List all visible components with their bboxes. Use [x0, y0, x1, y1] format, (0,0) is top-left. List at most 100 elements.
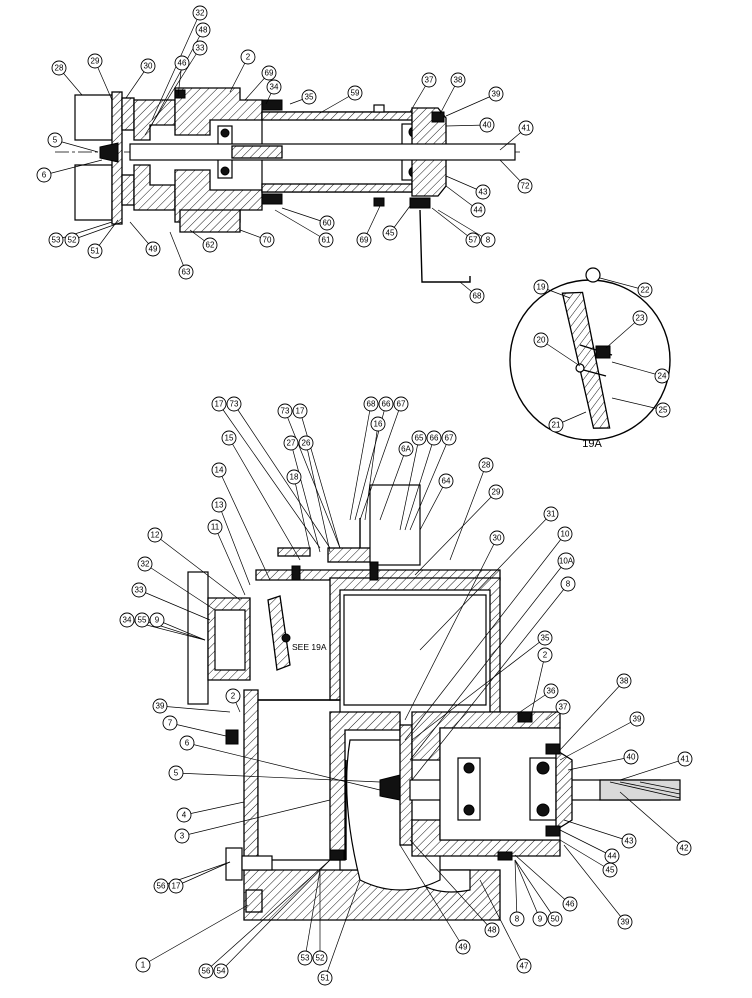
part-balloon: 32 — [192, 5, 208, 21]
leader-line — [181, 799, 331, 837]
part-number: 9 — [538, 915, 543, 924]
part-number: 43 — [479, 188, 488, 197]
part-number: 63 — [182, 268, 191, 277]
part-number: 20 — [537, 336, 546, 345]
leader-line — [364, 423, 379, 521]
part-balloon: 27 — [283, 435, 299, 451]
leader-line — [349, 403, 372, 521]
part-balloon: 59 — [347, 85, 363, 101]
part-balloon: 48 — [484, 922, 500, 938]
part-number: 17 — [215, 400, 224, 409]
part-number: 49 — [459, 943, 468, 952]
leader-line — [156, 619, 206, 641]
part-balloon: 72 — [517, 178, 533, 194]
part-number: 48 — [488, 926, 497, 935]
part-number: 9 — [155, 616, 160, 625]
leader-line — [563, 844, 626, 923]
part-balloon: 52 — [64, 232, 80, 248]
part-number: 34 — [123, 616, 132, 625]
leader-line — [559, 680, 625, 751]
part-balloon: 34 — [266, 79, 282, 95]
leader-line — [404, 437, 435, 531]
part-balloon: 17 — [168, 878, 184, 894]
part-number: 48 — [199, 26, 208, 35]
part-balloon: 21 — [548, 417, 564, 433]
part-number: 27 — [287, 439, 296, 448]
part-balloon: 16 — [370, 416, 386, 432]
part-balloon: 46 — [562, 896, 578, 912]
part-balloon: 41 — [518, 120, 534, 136]
part-balloon: 42 — [676, 840, 692, 856]
part-number: 56 — [157, 882, 166, 891]
part-number: 4 — [182, 811, 187, 820]
part-number: 40 — [483, 121, 492, 130]
part-balloon: 66 — [378, 396, 394, 412]
leader-line — [144, 563, 216, 611]
part-balloon: 51 — [317, 970, 333, 986]
part-number: 57 — [469, 236, 478, 245]
part-balloon: 55 — [134, 612, 150, 628]
part-number: 42 — [680, 844, 689, 853]
leader-line — [605, 317, 641, 349]
part-number: 25 — [659, 406, 668, 415]
leader-line — [540, 339, 581, 367]
part-number: 41 — [522, 124, 531, 133]
leader-line — [414, 491, 497, 576]
part-balloon: 56 — [153, 878, 169, 894]
leader-line — [599, 277, 646, 291]
leader-line — [154, 534, 241, 601]
detail-title: 19A — [582, 438, 602, 450]
leader-line — [228, 437, 301, 561]
part-number: 15 — [225, 434, 234, 443]
part-balloon: 63 — [178, 264, 194, 280]
part-balloon: 73 — [277, 403, 293, 419]
leader-line — [419, 513, 552, 651]
leader-line — [359, 403, 402, 521]
part-balloon: 22 — [637, 282, 653, 298]
part-balloon: 12 — [147, 527, 163, 543]
leader-line — [274, 209, 327, 241]
part-balloon: 6 — [36, 167, 52, 183]
part-balloon: 45 — [382, 225, 398, 241]
part-number: 31 — [547, 510, 556, 519]
part-number: 29 — [492, 488, 501, 497]
part-number: 53 — [52, 236, 61, 245]
leader-line — [409, 839, 493, 931]
part-number: 40 — [627, 753, 636, 762]
leader-line — [144, 47, 201, 136]
part-number: 65 — [415, 434, 424, 443]
leader-line — [305, 442, 331, 553]
part-number: 45 — [606, 866, 615, 875]
part-number: 28 — [482, 461, 491, 470]
leader-line — [186, 742, 381, 791]
leader-line — [324, 879, 361, 979]
part-balloon: 34 — [119, 612, 135, 628]
leader-line — [567, 756, 632, 771]
part-balloon: 29 — [488, 484, 504, 500]
part-balloon: 68 — [363, 396, 379, 412]
part-number: 41 — [681, 755, 690, 764]
part-number: 11 — [211, 523, 220, 532]
part-balloon: 17 — [292, 403, 308, 419]
part-number: 46 — [178, 59, 187, 68]
part-number: 13 — [215, 501, 224, 510]
part-balloon: 2 — [240, 49, 256, 65]
part-balloon: 43 — [621, 833, 637, 849]
part-number: 3 — [180, 832, 185, 841]
leader-line — [169, 722, 227, 737]
leader-line — [431, 207, 474, 241]
part-balloon: 45 — [602, 862, 618, 878]
part-number: 32 — [196, 9, 205, 18]
part-number: 43 — [625, 837, 634, 846]
part-balloon: 3 — [174, 828, 190, 844]
leader-line — [411, 583, 569, 781]
part-number: 38 — [620, 677, 629, 686]
part-balloon: 10A — [557, 552, 575, 570]
part-balloon: 32 — [137, 556, 153, 572]
part-balloon: 61 — [318, 232, 334, 248]
part-balloon: 40 — [479, 117, 495, 133]
part-balloon: 11 — [207, 519, 223, 535]
leader-line — [159, 705, 231, 713]
part-balloon: 69 — [261, 65, 277, 81]
part-balloon: 38 — [450, 72, 466, 88]
